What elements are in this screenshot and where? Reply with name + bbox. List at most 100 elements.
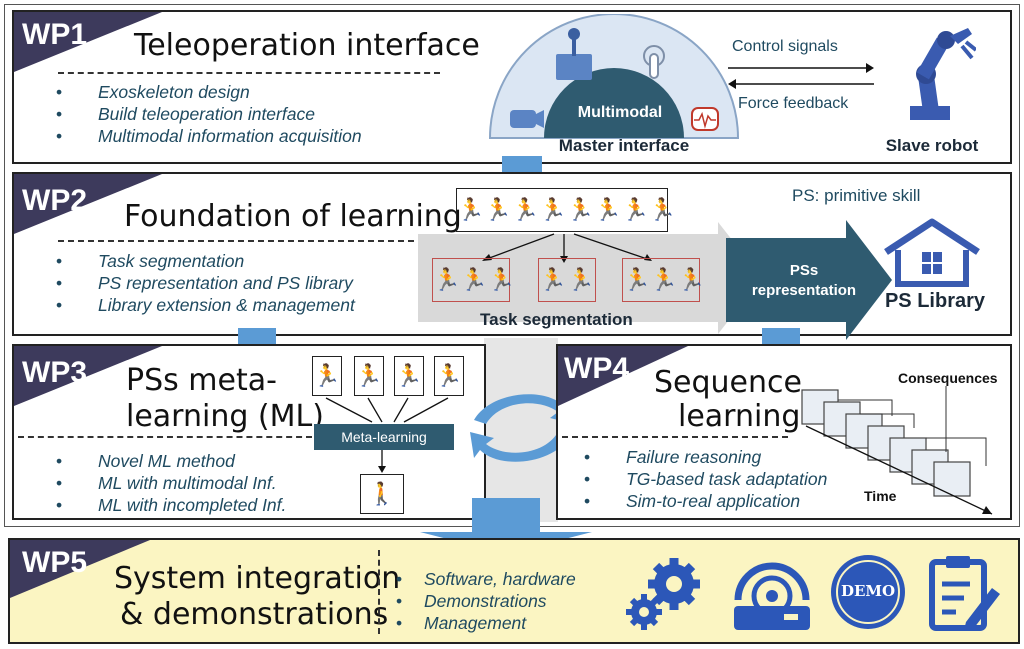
wp2-bullets: Task segmentation PS representation and … [56, 250, 355, 316]
wp2-bullet: Task segmentation [56, 250, 355, 272]
wp5-title-line1: System integration [114, 561, 401, 596]
new-task-box: 🚶 [360, 474, 404, 514]
wp4-bullet: TG-based task adaptation [584, 468, 827, 490]
walking-figure-icon: 🚶 [368, 481, 396, 506]
wp4-panel: WP4 Sequence learning Failure reasoning … [556, 344, 1012, 520]
running-figure-icon: 🏃 [539, 197, 567, 222]
ps-representation-arrow [726, 220, 892, 340]
running-figure-icon: 🏃 [395, 363, 423, 388]
time-label: Time [864, 488, 897, 504]
running-figure-icon: 🏃 [677, 267, 706, 292]
force-feedback-label: Force feedback [738, 95, 849, 112]
center-connector [484, 338, 558, 522]
exchange-arrows [470, 394, 574, 462]
wp5-tag-label: WP5 [22, 546, 88, 579]
running-figure-icon: 🏃 [511, 197, 540, 222]
running-figure-icon: 🏃 [435, 363, 463, 388]
wp3-bullet: Novel ML method [56, 450, 286, 472]
wp4-divider [562, 436, 788, 438]
motion-sequence-box: 🏃🏃🏃🏃🏃🏃🏃🏃 [456, 188, 676, 232]
wp2-divider [58, 240, 414, 242]
wp3-panel: WP3 PSs meta- learning (ML) Novel ML met… [12, 344, 486, 520]
slave-robot-label: Slave robot [885, 136, 979, 155]
wp3-title-line1: PSs meta- [126, 363, 277, 398]
wp2-panel: WP2 Foundation of learning Task segmenta… [12, 172, 1012, 340]
segmentation-arrows [482, 233, 652, 263]
running-figure-icon: 🏃 [539, 267, 567, 292]
wp1-title: Teleoperation interface [134, 28, 480, 63]
wp4-title-line2: learning [678, 399, 801, 434]
wp4-bullet: Failure reasoning [584, 446, 827, 468]
wp5-panel: WP5 System integration & demonstrations … [8, 538, 1020, 644]
gears-icon [626, 558, 700, 630]
running-figure-icon: 🏃 [648, 197, 677, 222]
skill-box: 🏃 [434, 356, 464, 396]
running-figure-icon: 🏃 [650, 267, 678, 292]
skill-box: 🏃 [312, 356, 342, 396]
segment-box: 🏃🏃🏃 [432, 258, 515, 302]
running-figure-icon: 🏃 [433, 267, 461, 292]
wp4-bullet: Sim-to-real application [584, 490, 827, 512]
wp1-divider [58, 72, 440, 74]
wp3-bullet: ML with multimodal Inf. [56, 472, 286, 494]
management-clipboard-icon [929, 556, 1000, 631]
force-feedback-arrow [728, 79, 874, 89]
running-figure-icon: 🏃 [487, 267, 516, 292]
master-interface-label: Master interface [558, 136, 690, 155]
wp2-bullet: Library extension & management [56, 294, 355, 316]
wp3-tag-label: WP3 [22, 356, 88, 389]
wp2-title: Foundation of learning [124, 199, 462, 234]
wp1-bullets: Exoskeleton design Build teleoperation i… [56, 81, 362, 147]
muscle-icon [691, 107, 719, 131]
ps-arrow-label-line1: PSs [789, 262, 819, 279]
meta-output-arrow [378, 450, 386, 473]
running-figure-icon: 🏃 [457, 197, 485, 222]
demo-badge-label: DEMO [840, 582, 896, 600]
wp3-divider [18, 436, 312, 438]
sequence-frames [801, 386, 993, 515]
robot-arm-icon [910, 28, 976, 120]
wp5-bullet: Management [396, 612, 576, 634]
running-figure-icon: 🏃 [623, 267, 651, 292]
running-figure-icon: 🏃 [566, 197, 595, 222]
meta-learning-box: Meta-learning [314, 424, 454, 450]
control-signals-label: Control signals [732, 38, 838, 55]
wp5-bullet: Demonstrations [396, 590, 576, 612]
task-segmentation-label: Task segmentation [480, 310, 633, 329]
hardware-drive-icon [734, 562, 810, 630]
dome-label: Multimodal [577, 104, 663, 121]
wp5-bullet: Software, hardware [396, 568, 576, 590]
meta-learning-arrows [325, 397, 449, 423]
wp1-bullet: Multimodal information acquisition [56, 125, 362, 147]
skill-box: 🏃 [354, 356, 384, 396]
house-icon [884, 218, 980, 287]
running-figure-icon: 🏃 [621, 197, 649, 222]
wp5-bullets: Software, hardware Demonstrations Manage… [396, 568, 576, 634]
running-figure-icon: 🏃 [567, 267, 595, 292]
wp4-tag-label: WP4 [564, 352, 630, 385]
consequences-label: Consequences [898, 370, 998, 386]
wp3-bullets: Novel ML method ML with multimodal Inf. … [56, 450, 286, 516]
wp5-title-line2: & demonstrations [120, 597, 389, 632]
segment-box: 🏃🏃 [538, 258, 596, 302]
running-figure-icon: 🏃 [313, 363, 341, 388]
segmentation-gray-arrow [418, 222, 762, 334]
wp2-bullet: PS representation and PS library [56, 272, 355, 294]
control-signals-arrow [728, 63, 874, 73]
wp1-panel: WP1 Teleoperation interface Exoskeleton … [12, 10, 1012, 164]
skill-box: 🏃 [394, 356, 424, 396]
running-figure-icon: 🏃 [355, 363, 383, 388]
wp5-divider [378, 550, 380, 634]
demo-badge-icon [831, 555, 905, 629]
wp3-title-line2: learning (ML) [126, 399, 324, 434]
joystick-icon [556, 28, 592, 80]
running-figure-icon: 🏃 [484, 197, 512, 222]
wp1-bullet: Exoskeleton design [56, 81, 362, 103]
ps-library-label: PS Library [884, 290, 986, 312]
camera-icon [510, 110, 544, 128]
touch-icon [643, 45, 665, 79]
segment-box: 🏃🏃🏃 [622, 258, 705, 302]
running-figure-icon: 🏃 [460, 267, 488, 292]
wp4-title-line1: Sequence [654, 365, 802, 400]
master-interface-dome [488, 14, 740, 139]
